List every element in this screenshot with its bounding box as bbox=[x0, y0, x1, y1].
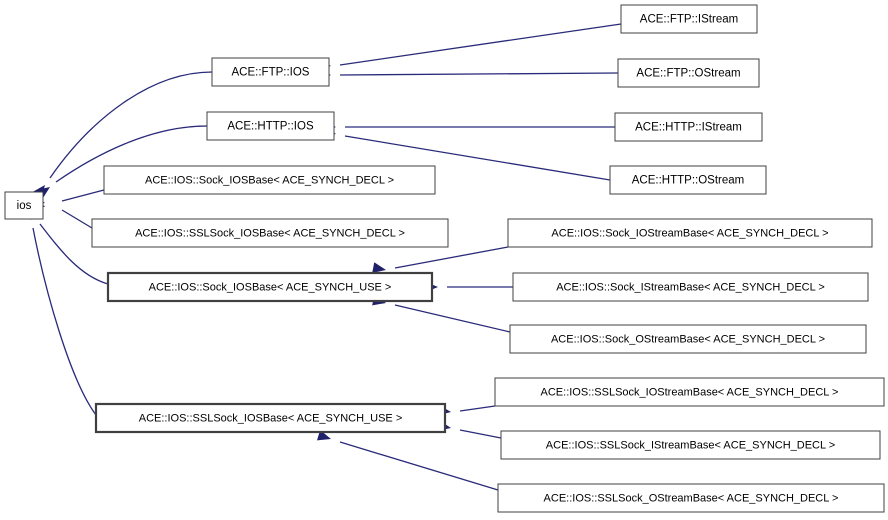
node-box[interactable] bbox=[4, 191, 44, 220]
node-box[interactable] bbox=[94, 402, 447, 434]
node-box[interactable] bbox=[206, 111, 335, 141]
node-label: ACE::IOS::Sock_IStreamBase< ACE_SYNCH_DE… bbox=[556, 281, 825, 293]
edge-line bbox=[394, 304, 511, 333]
edge-line bbox=[339, 23, 622, 66]
edge-line bbox=[459, 429, 502, 439]
node-box[interactable] bbox=[609, 165, 767, 195]
edge-line bbox=[55, 125, 208, 183]
node-box[interactable] bbox=[509, 324, 867, 354]
node-label: ACE::IOS::SSLSock_IOSBase< ACE_SYNCH_DEC… bbox=[135, 227, 405, 239]
inheritance-edge bbox=[317, 23, 622, 70]
node-label: ACE::IOS::SSLSock_IOStreamBase< ACE_SYNC… bbox=[541, 386, 839, 398]
class-node-ios[interactable]: ios bbox=[4, 191, 44, 220]
class-node-sslsock-iosbase-decl[interactable]: ACE::IOS::SSLSock_IOSBase< ACE_SYNCH_DEC… bbox=[91, 218, 449, 248]
arrowhead-icon bbox=[372, 262, 386, 273]
node-box[interactable] bbox=[620, 4, 758, 34]
node-label: ACE::IOS::Sock_IOSBase< ACE_SYNCH_DECL > bbox=[145, 174, 394, 186]
edge-line bbox=[39, 223, 109, 285]
edge-line bbox=[459, 405, 496, 412]
node-label: ACE::IOS::Sock_IOSBase< ACE_SYNCH_USE > bbox=[149, 281, 392, 293]
edge-line bbox=[339, 72, 619, 76]
node-label: ACE::FTP::IOS bbox=[232, 67, 310, 79]
class-node-sslsock-iostreambase[interactable]: ACE::IOS::SSLSock_IOStreamBase< ACE_SYNC… bbox=[494, 377, 885, 407]
class-node-sslsock-istreambase[interactable]: ACE::IOS::SSLSock_IStreamBase< ACE_SYNCH… bbox=[500, 430, 881, 460]
node-box[interactable] bbox=[507, 218, 873, 248]
node-box[interactable] bbox=[106, 271, 434, 303]
node-label: ACE::FTP::OStream bbox=[636, 68, 740, 80]
node-box[interactable] bbox=[614, 112, 763, 142]
node-label: ACE::HTTP::IOS bbox=[227, 121, 314, 133]
node-box[interactable] bbox=[500, 430, 881, 460]
inheritance-edge bbox=[372, 246, 509, 273]
node-label: ACE::IOS::SSLSock_IOSBase< ACE_SYNCH_USE… bbox=[139, 412, 403, 424]
node-box[interactable] bbox=[494, 377, 885, 407]
class-node-ftp-istream[interactable]: ACE::FTP::IStream bbox=[620, 4, 758, 34]
class-node-ftp-ios[interactable]: ACE::FTP::IOS bbox=[211, 57, 330, 87]
edge-line bbox=[394, 246, 509, 269]
node-label: ACE::IOS::Sock_OStreamBase< ACE_SYNCH_DE… bbox=[551, 333, 825, 345]
edge-line bbox=[61, 189, 105, 202]
class-node-http-istream[interactable]: ACE::HTTP::IStream bbox=[614, 112, 763, 142]
class-node-sock-istreambase[interactable]: ACE::IOS::Sock_IStreamBase< ACE_SYNCH_DE… bbox=[512, 272, 869, 302]
edge-line bbox=[49, 71, 213, 179]
node-box[interactable] bbox=[497, 483, 885, 513]
class-node-sock-iosbase-decl[interactable]: ACE::IOS::Sock_IOSBase< ACE_SYNCH_DECL > bbox=[103, 165, 436, 195]
node-label: ACE::IOS::SSLSock_IStreamBase< ACE_SYNCH… bbox=[546, 439, 835, 451]
class-node-sock-ostreambase[interactable]: ACE::IOS::Sock_OStreamBase< ACE_SYNCH_DE… bbox=[509, 324, 867, 354]
edge-line bbox=[32, 227, 97, 416]
inheritance-edge bbox=[323, 121, 615, 133]
class-node-sock-iostreambase[interactable]: ACE::IOS::Sock_IOStreamBase< ACE_SYNCH_D… bbox=[507, 218, 873, 248]
node-box[interactable] bbox=[512, 272, 869, 302]
edge-line bbox=[344, 135, 611, 181]
class-node-http-ios[interactable]: ACE::HTTP::IOS bbox=[206, 111, 335, 141]
class-node-ftp-ostream[interactable]: ACE::FTP::OStream bbox=[617, 58, 760, 88]
node-label: ACE::IOS::SSLSock_OStreamBase< ACE_SYNCH… bbox=[544, 492, 839, 504]
node-box[interactable] bbox=[103, 165, 436, 195]
node-box[interactable] bbox=[617, 58, 760, 88]
node-label: ACE::HTTP::IStream bbox=[635, 122, 742, 134]
edge-line bbox=[61, 209, 93, 229]
node-label: ACE::IOS::Sock_IOStreamBase< ACE_SYNCH_D… bbox=[551, 227, 828, 239]
class-node-sock-iosbase-use[interactable]: ACE::IOS::Sock_IOSBase< ACE_SYNCH_USE > bbox=[106, 271, 434, 303]
class-node-http-ostream[interactable]: ACE::HTTP::OStream bbox=[609, 165, 767, 195]
class-node-sslsock-iosbase-use[interactable]: ACE::IOS::SSLSock_IOSBase< ACE_SYNCH_USE… bbox=[94, 402, 447, 434]
class-node-sslsock-ostreambase[interactable]: ACE::IOS::SSLSock_OStreamBase< ACE_SYNCH… bbox=[497, 483, 885, 513]
node-label: ACE::HTTP::OStream bbox=[632, 175, 744, 187]
inheritance-edge bbox=[437, 420, 502, 439]
node-label: ACE::FTP::IStream bbox=[640, 14, 738, 26]
node-box[interactable] bbox=[211, 57, 330, 87]
node-label: ios bbox=[17, 200, 32, 212]
inheritance-edge bbox=[318, 69, 619, 81]
inheritance-edge bbox=[316, 430, 499, 491]
nodes-layer: ios ACE::FTP::IOSACE::HTTP::IOSACE::IOS::… bbox=[4, 4, 885, 513]
node-box[interactable] bbox=[91, 218, 449, 248]
inheritance-edge bbox=[23, 206, 97, 416]
inheritance-edge bbox=[425, 281, 513, 293]
edge-line bbox=[339, 441, 499, 491]
